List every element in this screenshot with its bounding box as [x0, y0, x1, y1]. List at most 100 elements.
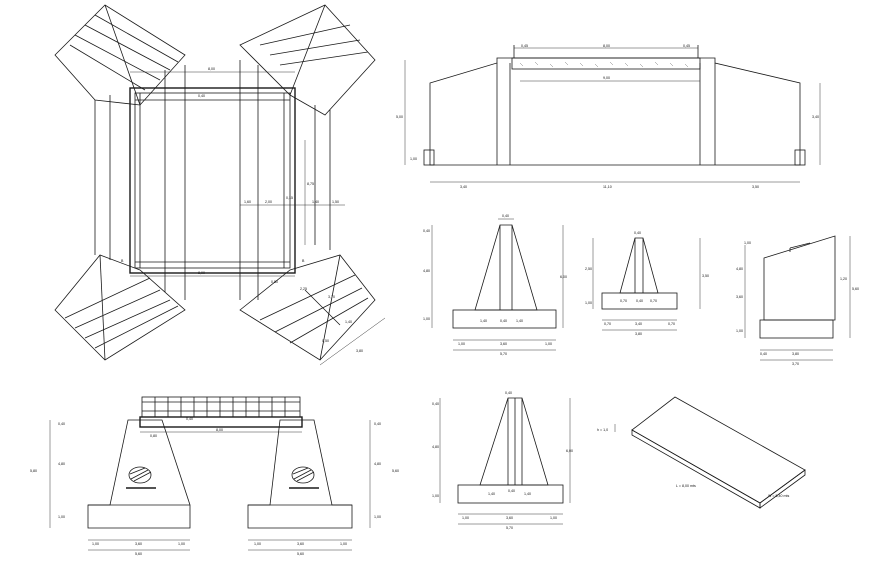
br-lh1: 0,40 [58, 422, 65, 426]
plan-side-height: 8,75 [307, 182, 314, 186]
s1-in-a: 1,40 [480, 319, 487, 323]
t-total-h: 6,00 [566, 449, 573, 453]
deck-section [511, 57, 701, 70]
left-abutment [87, 419, 191, 529]
elev-span: 9,00 [603, 76, 610, 80]
s3-right-h: 5,60 [852, 287, 859, 291]
s1-in-c: 1,40 [516, 319, 523, 323]
right-abutment [247, 419, 353, 529]
br-bearing: 0,80 [150, 434, 157, 438]
slab-l: L = 8,00 mts [676, 484, 696, 488]
t-b3: 1,00 [550, 516, 557, 520]
wing-bottom-left [54, 254, 186, 361]
s3-right-b: 1,20 [840, 277, 847, 281]
plan-wing-d: 1,40 [345, 320, 352, 324]
br-lh2: 4,80 [58, 462, 65, 466]
br-bl-total: 5,60 [135, 552, 142, 556]
br-bl1: 1,00 [92, 542, 99, 546]
elev-top-right: 0,45 [683, 44, 690, 48]
slab-w: W = 5,40 mts [768, 494, 789, 498]
plan-right-a: 1,60 [244, 200, 251, 204]
s2-in-b: 0,40 [636, 299, 643, 303]
plan-wing-c: 3,70 [328, 295, 335, 299]
svg-text:B: B [121, 259, 124, 263]
railing [141, 396, 301, 418]
wing-top-right [239, 4, 376, 116]
br-bl2: 3,60 [135, 542, 142, 546]
t-b-total: 5,70 [506, 526, 513, 530]
s2-top: 0,40 [634, 231, 641, 235]
t-in-c: 1,40 [524, 492, 531, 496]
t-in-a: 1,40 [488, 492, 495, 496]
plan-wing-e: 0,50 [322, 339, 329, 343]
slab-h: h = 1,0 [597, 428, 608, 432]
s2-h1: 2,50 [585, 267, 592, 271]
s1-b2: 3,60 [500, 342, 507, 346]
s2-in-c: 0,70 [650, 299, 657, 303]
t-h1: 0,40 [432, 402, 439, 406]
plan-top-width: 8,00 [208, 67, 215, 71]
br-lh-total: 5,80 [30, 469, 37, 473]
s2-b3: 0,70 [668, 322, 675, 326]
s1-b3: 1,00 [545, 342, 552, 346]
t-section: 0,40 0,40 4,80 1,00 6,00 1,40 0,40 1,40 … [432, 391, 573, 530]
section-1: 0,40 0,40 4,80 1,00 6,00 1,40 0,40 1,40 … [423, 214, 567, 356]
plan-right-d: 1,40 [312, 200, 319, 204]
br-rh-total: 5,60 [392, 469, 399, 473]
br-rh2: 4,80 [374, 462, 381, 466]
s2-h2: 1,00 [585, 301, 592, 305]
t-in-b: 0,40 [508, 489, 515, 493]
plan-wing-a: 0,50 [271, 280, 278, 284]
s3-footing [759, 319, 834, 339]
section-2: 0,40 2,50 1,00 3,50 0,70 0,40 0,70 0,70 … [585, 231, 709, 336]
s2-in-a: 0,70 [620, 299, 627, 303]
elev-left-height: 5,00 [396, 115, 403, 119]
s1-b-total: 5,70 [500, 352, 507, 356]
s3-h1: 1,00 [744, 241, 751, 245]
long-elevation: 8,00 0,45 0,45 9,00 5,00 1,00 3,40 3,40 … [396, 44, 821, 189]
s2-b-total: 3,80 [635, 332, 642, 336]
s3-h4: 1,00 [736, 329, 743, 333]
s1-h2: 4,80 [423, 269, 430, 273]
s3-h3: 3,60 [736, 295, 743, 299]
s3-wall [763, 235, 836, 321]
s3-b1: 0,40 [760, 352, 767, 356]
s1-top: 0,40 [502, 214, 509, 218]
plan-view: 8,00 0,40 8,00 1,60 2,00 0,15 1,40 1,50 … [54, 4, 386, 366]
br-br3: 1,00 [340, 542, 347, 546]
plan-deck-inner [134, 92, 291, 269]
br-bl3: 1,00 [178, 542, 185, 546]
elev-top-total: 8,00 [603, 44, 610, 48]
br-span: 8,00 [216, 428, 223, 432]
s2-b1: 0,70 [604, 322, 611, 326]
br-lh3: 1,00 [58, 515, 65, 519]
s3-h2: 4,80 [736, 267, 743, 271]
plan-right-c: 0,15 [286, 196, 293, 200]
br-rh3: 1,00 [374, 515, 381, 519]
elev-bottom-right: 3,50 [752, 185, 759, 189]
t-h2: 4,80 [432, 445, 439, 449]
elev-right-height: 3,40 [812, 115, 819, 119]
s3-b-total: 3,70 [792, 362, 799, 366]
elevation-outline [429, 57, 801, 166]
t-h3: 1,00 [432, 494, 439, 498]
s1-h3: 1,00 [423, 317, 430, 321]
plan-inner-gap: 0,40 [198, 94, 205, 98]
elev-top-left: 0,45 [521, 44, 528, 48]
s3-b2: 3,80 [792, 352, 799, 356]
elev-footing-height: 1,00 [410, 157, 417, 161]
wing-top-left [54, 4, 186, 106]
br-deck: 0,40 [186, 417, 193, 421]
elev-bottom-mid: 11,10 [603, 185, 612, 189]
s1-b1: 1,00 [458, 342, 465, 346]
plan-deck-outline [129, 87, 296, 274]
br-rh1: 0,40 [374, 422, 381, 426]
s1-h1: 0,40 [423, 229, 430, 233]
section-3: 1,00 4,80 3,60 1,00 5,60 1,20 0,40 3,80 … [736, 235, 859, 366]
s2-b2: 3,40 [635, 322, 642, 326]
br-br-total: 5,60 [297, 552, 304, 556]
s1-total-h: 6,00 [560, 275, 567, 279]
plan-bottom-width: 8,00 [198, 271, 205, 275]
